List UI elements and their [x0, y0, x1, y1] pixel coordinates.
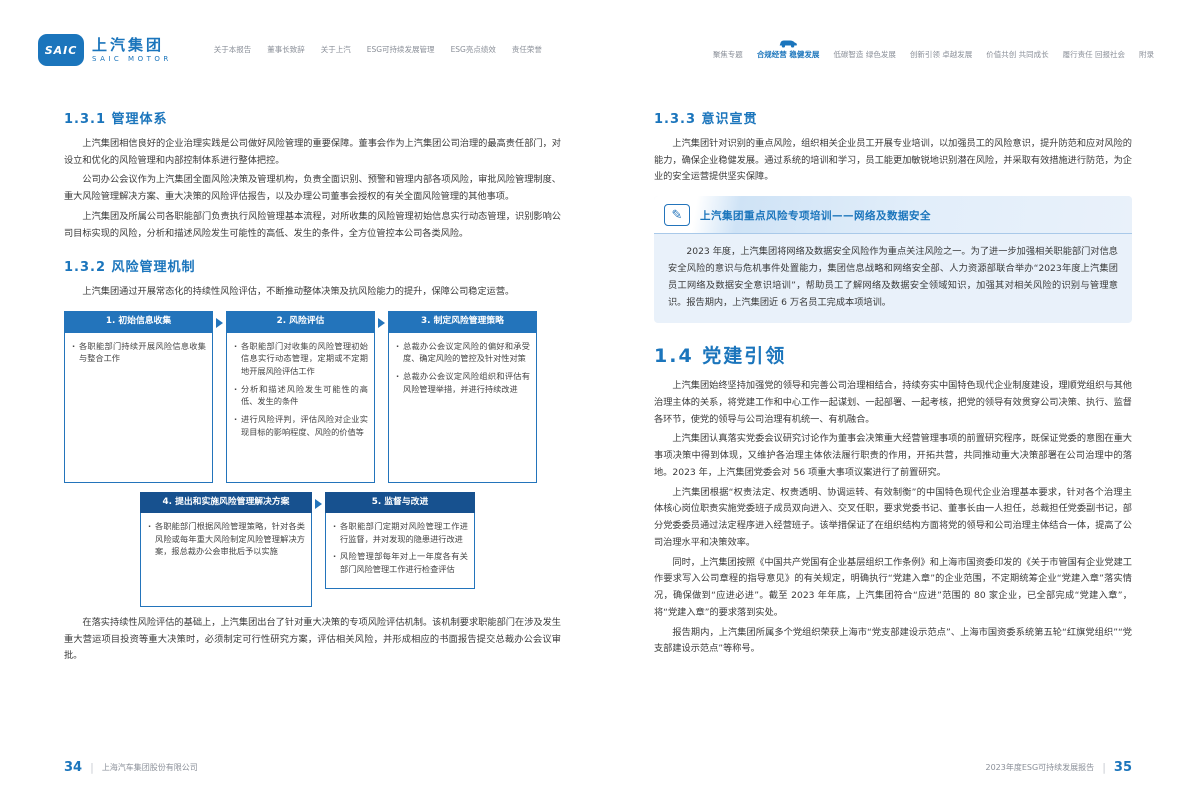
paragraph: 上汽集团始终坚持加强党的领导和完善公司治理相结合，持续夯实中国特色现代企业制度建…	[654, 380, 1132, 425]
paragraph: 公司办公会议作为上汽集团全面风险决策及管理机构，负责全面识别、预警和管理内部各项…	[64, 174, 561, 203]
footer-company-name: 上海汽车集团股份有限公司	[101, 763, 198, 772]
nav-item-innovation[interactable]: 创新引领 卓越发展	[909, 50, 973, 59]
flow-bullet: 总裁办公会议定风险组织和评估有风险管理举措，并进行持续改进	[395, 370, 530, 395]
flow-step-2: 2. 风险评估 各职能部门对收集的风险管理初始信息实行动态管理，定期或不定期地开…	[226, 311, 375, 483]
logo-name: 上汽集团	[92, 36, 165, 55]
paragraph: 在落实持续性风险评估的基础上，上汽集团出台了针对重大决策的专项风险评估机制。该机…	[64, 616, 561, 662]
footer-divider: |	[1102, 761, 1106, 774]
flow-bullet: 总裁办公会议定风险的偏好和承受度、确定风险的管控及针对性对策	[395, 340, 530, 365]
flow-step-1: 1. 初始信息收集 各职能部门持续开展风险信息收集与整合工作	[64, 311, 213, 483]
nav-item-compliance-active[interactable]: 合规经营 稳健发展	[756, 38, 820, 62]
nav-item-about-saic[interactable]: 关于上汽	[320, 44, 351, 54]
flow-step-5: 5. 监督与改进 各职能部门定期对风险管理工作进行监督，并对发现的隐患进行改进 …	[325, 491, 475, 589]
flow-step-title: 1. 初始信息收集	[64, 311, 213, 333]
nav-item-esg-highlights[interactable]: ESG亮点绩效	[450, 44, 496, 54]
car-icon	[779, 40, 798, 48]
nav-item-honors[interactable]: 责任荣誉	[511, 44, 542, 54]
paragraph: 上汽集团通过开展常态化的持续性风险评估，不断推动整体决策及抗风险能力的提升，保障…	[82, 286, 515, 298]
flow-bullet: 风险管理部每年对上一年度各有关部门风险管理工作进行检查评估	[332, 550, 468, 575]
flow-bullet: 分析和描述风险发生可能性的高低、发生的条件	[233, 383, 368, 408]
section-heading-132: 1.3.2 风险管理机制	[64, 260, 196, 276]
flow-step-4: 4. 提出和实施风险管理解决方案 各职能部门根据风险管理策略，针对各类风险或每年…	[140, 491, 312, 607]
nav-item-esg-management[interactable]: ESG可持续发展管理	[366, 44, 435, 54]
flow-step-title: 2. 风险评估	[226, 311, 375, 333]
section-heading-133: 1.3.3 意识宣贯	[654, 112, 758, 127]
nav-item-special-topics[interactable]: 聚焦专题	[712, 50, 743, 59]
nav-left: 关于本报告 董事长致辞 关于上汽 ESG可持续发展管理 ESG亮点绩效 责任荣誉	[214, 44, 542, 57]
flow-bullet: 进行风险评判，评估风险对企业实现目标的影响程度、风险的价值等	[233, 413, 368, 438]
nav-item-society[interactable]: 履行责任 回报社会	[1062, 50, 1125, 59]
flow-arrow-icon	[216, 318, 223, 329]
paragraph: 报告期内，上汽集团所属多个党组织荣获上海市“党支部建设示范点”、上海市国资委系统…	[654, 626, 1132, 655]
footer-divider: |	[90, 761, 94, 774]
nav-item-about-report[interactable]: 关于本报告	[213, 44, 252, 54]
paragraph: 上汽集团根据“权责法定、权责透明、协调运转、有效制衡”的中国特色现代企业治理基本…	[654, 486, 1132, 548]
nav-item-appendix[interactable]: 附录	[1139, 50, 1154, 59]
paragraph: 上汽集团认真落实党委会议研究讨论作为董事会决策重大经营管理事项的前置研究程序，既…	[654, 433, 1132, 478]
paragraph: 同时，上汽集团按照《中国共产党国有企业基层组织工作条例》和上海市国资委印发的《关…	[654, 556, 1132, 618]
section-heading-131: 1.3.1 管理体系	[64, 112, 168, 127]
page-number-right: 35	[1113, 760, 1132, 775]
right-page-content: 1.3.3 意识宣贯 上汽集团针对识别的重点风险，组织相关企业员工开展专业培训，…	[654, 108, 1132, 661]
logo-subtitle: SAIC MOTOR	[92, 54, 172, 63]
paragraph: 上汽集团相信良好的企业治理实践是公司做好风险管理的重要保障。董事会作为上汽集团公…	[64, 138, 561, 166]
flow-step-title: 4. 提出和实施风险管理解决方案	[140, 491, 312, 513]
nav-item-people[interactable]: 价值共创 共同成长	[986, 50, 1049, 59]
footer-right: 2023年度ESG可持续发展报告 | 35	[985, 760, 1132, 775]
nav-item-chairman[interactable]: 董事长致辞	[267, 44, 305, 54]
flow-step-title: 3. 制定风险管理策略	[388, 311, 537, 333]
flow-step-3: 3. 制定风险管理策略 总裁办公会议定风险的偏好和承受度、确定风险的管控及针对性…	[388, 311, 537, 483]
paragraph: 上汽集团及所属公司各职能部门负责执行风险管理基本流程，对所收集的风险管理初始信息…	[64, 210, 561, 239]
flow-bullet: 各职能部门定期对风险管理工作进行监督，并对发现的隐患进行改进	[332, 520, 468, 545]
flow-bullet: 各职能部门根据风险管理策略，针对各类风险或每年重大风险制定风险管理解决方案，报总…	[147, 520, 305, 558]
footer-left: 34 | 上海汽车集团股份有限公司	[64, 760, 198, 775]
flow-arrow-icon	[378, 318, 385, 329]
flow-bullet: 各职能部门对收集的风险管理初始信息实行动态管理，定期或不定期地开展风险评估工作	[233, 340, 368, 378]
flow-bullet: 各职能部门持续开展风险信息收集与整合工作	[71, 340, 206, 365]
nav-right: 聚焦专题 合规经营 稳健发展 低碳智造 绿色发展 创新引领 卓越发展 价值共创 …	[713, 38, 1154, 62]
header: SAIC 上汽集团 SAIC MOTOR 关于本报告 董事长致辞 关于上汽 ES…	[38, 26, 1154, 74]
flow-step-title: 5. 监督与改进	[325, 491, 475, 513]
risk-management-flowchart: 1. 初始信息收集 各职能部门持续开展风险信息收集与整合工作 2. 风险评估 各…	[64, 311, 561, 607]
training-callout-box: ✎ 上汽集团重点风险专项培训——网络及数据安全 2023 年度，上汽集团将网络及…	[654, 196, 1132, 324]
nav-item-label: 合规经营 稳健发展	[756, 50, 820, 59]
training-box-body: 2023 年度，上汽集团将网络及数据安全风险作为重点关注风险之一。为了进一步加强…	[668, 246, 1118, 309]
paragraph: 上汽集团针对识别的重点风险，组织相关企业员工开展专业培训，以加强员工的风险意识，…	[654, 138, 1132, 183]
footer-report-name: 2023年度ESG可持续发展报告	[985, 763, 1095, 772]
saic-logo-icon: SAIC	[38, 34, 84, 66]
left-page-content: 1.3.1 管理体系 上汽集团相信良好的企业治理实践是公司做好风险管理的重要保障…	[64, 108, 561, 668]
flow-arrow-icon	[315, 498, 322, 509]
training-box-title: 上汽集团重点风险专项培训——网络及数据安全	[700, 209, 931, 222]
saic-logo: SAIC 上汽集团 SAIC MOTOR	[38, 34, 172, 66]
section-heading-14: 1.4 党建引领	[654, 345, 787, 368]
page-number-left: 34	[64, 760, 83, 775]
nav-item-green[interactable]: 低碳智造 绿色发展	[833, 50, 896, 59]
pen-document-icon: ✎	[664, 204, 690, 227]
